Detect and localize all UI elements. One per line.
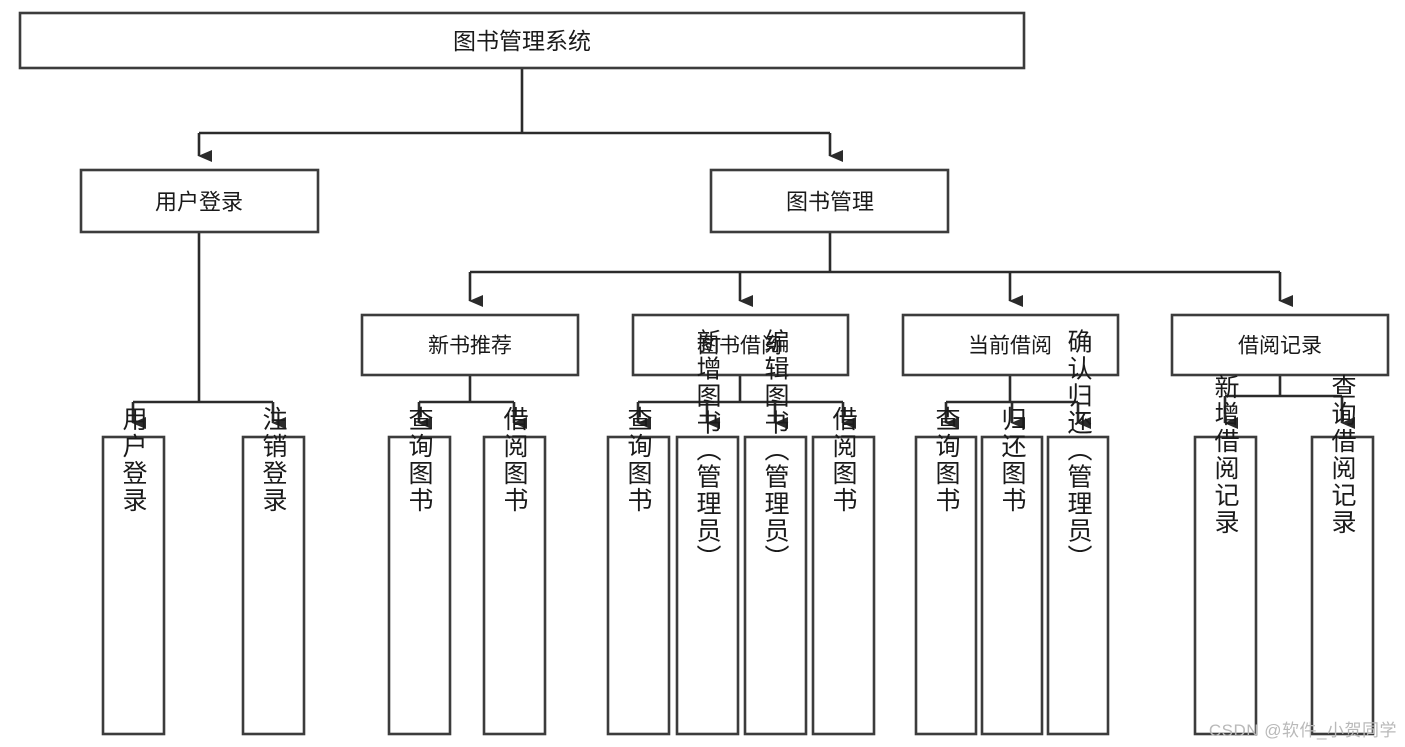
leaf-edit-book-admin-box <box>743 435 808 736</box>
node-user-login-label: 用户登录 <box>155 190 243 215</box>
node-book-manage-box <box>709 168 950 234</box>
node-root-box <box>18 11 1026 70</box>
leaf-borrow-book[interactable]: 借阅图书 <box>811 406 876 736</box>
node-borrow-record-label: 借阅记录 <box>1238 335 1322 358</box>
node-current-borrow-label: 当前借阅 <box>968 335 1052 358</box>
leaf-add-book-admin-box <box>675 435 740 736</box>
node-new-book-recommend-box <box>360 313 580 377</box>
node-user-login[interactable]: 用户登录 <box>79 168 320 234</box>
leaf-borrow-book-label: 借阅图书 <box>829 406 858 514</box>
leaf-query-book-recommend[interactable]: 查询图书 <box>387 406 452 736</box>
leaf-edit-book-admin-label: 编辑图书（管理员） <box>761 329 790 572</box>
node-book-borrow-label: 图书借阅 <box>698 335 782 358</box>
node-book-borrow[interactable]: 图书借阅 <box>631 313 850 377</box>
leaf-add-borrow-record-label: 新增借阅记录 <box>1211 374 1240 536</box>
leaf-logout-label: 注销登录 <box>259 406 288 514</box>
leaf-add-book-admin[interactable]: 新增图书（管理员） <box>675 329 740 736</box>
leaf-borrow-book-recommend-label: 借阅图书 <box>500 406 529 514</box>
leaf-add-book-admin-label: 新增图书（管理员） <box>693 329 722 572</box>
node-current-borrow-box <box>901 313 1120 377</box>
leaf-query-book-current-label: 查询图书 <box>932 406 961 514</box>
leaf-borrow-book-recommend[interactable]: 借阅图书 <box>482 406 547 736</box>
node-new-book-recommend-label: 新书推荐 <box>428 335 512 358</box>
leaf-confirm-return-admin-box <box>1046 435 1110 736</box>
leaf-user-login-box <box>101 435 166 736</box>
leaf-query-book-borrow-box <box>606 435 671 736</box>
leaf-return-book[interactable]: 归还图书 <box>980 406 1044 736</box>
leaf-return-book-box <box>980 435 1044 736</box>
node-new-book-recommend[interactable]: 新书推荐 <box>360 313 580 377</box>
leaf-query-book-current[interactable]: 查询图书 <box>914 406 978 736</box>
leaf-logout-box <box>241 435 306 736</box>
node-user-login-box <box>79 168 320 234</box>
leaf-query-book-recommend-box <box>387 435 452 736</box>
leaf-query-borrow-record-box <box>1310 435 1375 736</box>
node-borrow-record-box <box>1170 313 1390 377</box>
leaf-borrow-book-box <box>811 435 876 736</box>
leaf-query-borrow-record-label: 查询借阅记录 <box>1328 374 1357 536</box>
leaf-query-book-borrow[interactable]: 查询图书 <box>606 406 671 736</box>
leaf-query-book-current-box <box>914 435 978 736</box>
leaf-confirm-return-admin[interactable]: 确认归还（管理员） <box>1046 329 1110 736</box>
leaf-confirm-return-admin-label: 确认归还（管理员） <box>1064 329 1093 572</box>
node-root[interactable]: 图书管理系统 <box>18 11 1026 70</box>
leaf-user-login-label: 用户登录 <box>119 406 148 514</box>
node-borrow-record[interactable]: 借阅记录 <box>1170 313 1390 377</box>
leaf-query-book-borrow-label: 查询图书 <box>624 406 653 514</box>
leaf-edit-book-admin[interactable]: 编辑图书（管理员） <box>743 329 808 736</box>
leaf-query-book-recommend-label: 查询图书 <box>405 406 434 514</box>
leaf-add-borrow-record-box <box>1193 435 1258 736</box>
node-book-borrow-box <box>631 313 850 377</box>
watermark: CSDN @软件_小贺同学 <box>1208 721 1397 740</box>
node-book-manage[interactable]: 图书管理 <box>709 168 950 234</box>
node-root-label: 图书管理系统 <box>453 28 591 54</box>
leaf-borrow-book-recommend-box <box>482 435 547 736</box>
leaf-user-login[interactable]: 用户登录 <box>101 406 166 736</box>
leaf-add-borrow-record[interactable]: 新增借阅记录 <box>1193 374 1258 736</box>
leaf-logout[interactable]: 注销登录 <box>241 406 306 736</box>
connector-layer <box>131 68 1355 429</box>
node-current-borrow[interactable]: 当前借阅 <box>901 313 1120 377</box>
node-book-manage-label: 图书管理 <box>786 190 874 215</box>
leaf-query-borrow-record[interactable]: 查询借阅记录 <box>1310 374 1375 736</box>
leaf-return-book-label: 归还图书 <box>998 406 1027 514</box>
